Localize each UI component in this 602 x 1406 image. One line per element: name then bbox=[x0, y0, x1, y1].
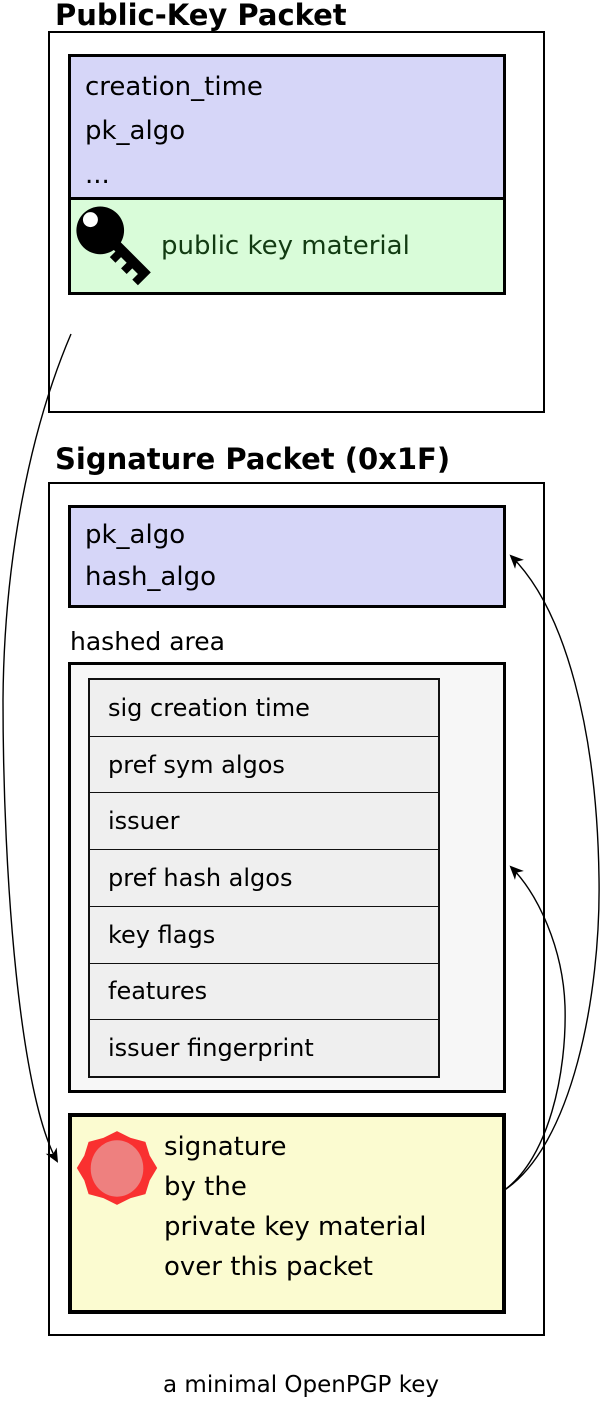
field-creation-time: creation_time bbox=[85, 72, 263, 102]
subpacket-row: pref hash algos bbox=[90, 850, 438, 907]
hashed-area-label: hashed area bbox=[70, 627, 225, 656]
subpacket-list: sig creation time pref sym algos issuer … bbox=[88, 678, 440, 1078]
public-key-header: creation_time pk_algo ... bbox=[71, 57, 503, 197]
public-key-material-label: public key material bbox=[161, 231, 410, 261]
subpacket-row: key flags bbox=[90, 906, 438, 964]
public-key-packet-inner: creation_time pk_algo ... public key mat… bbox=[68, 54, 506, 295]
signature-line: private key material bbox=[164, 1212, 427, 1242]
field-hash-algo: hash_algo bbox=[85, 562, 217, 592]
key-icon bbox=[76, 206, 151, 286]
public-key-packet-title: Public-Key Packet bbox=[55, 0, 347, 32]
field-ellipsis: ... bbox=[85, 160, 110, 190]
field-pk-algo: pk_algo bbox=[85, 116, 186, 146]
subpacket-row: issuer bbox=[90, 793, 438, 851]
seal-icon bbox=[76, 1131, 158, 1205]
signature-box: signature by the private key material ov… bbox=[68, 1113, 506, 1314]
field-pk-algo: pk_algo bbox=[85, 520, 186, 550]
subpacket-row: issuer fingerprint bbox=[90, 1020, 438, 1077]
signature-line: signature bbox=[164, 1132, 287, 1162]
signature-line: by the bbox=[164, 1172, 247, 1202]
signature-packet-title: Signature Packet (0x1F) bbox=[55, 442, 451, 476]
hashed-area-box: sig creation time pref sym algos issuer … bbox=[68, 662, 506, 1093]
diagram-caption: a minimal OpenPGP key bbox=[163, 1372, 439, 1398]
signature-packet-box: pk_algo hash_algo hashed area sig creati… bbox=[48, 482, 545, 1336]
public-key-packet-box: creation_time pk_algo ... public key mat… bbox=[48, 31, 545, 413]
public-key-material-box: public key material bbox=[71, 197, 503, 292]
signature-header: pk_algo hash_algo bbox=[68, 505, 506, 608]
subpacket-row: pref sym algos bbox=[90, 736, 438, 794]
signature-line: over this packet bbox=[164, 1252, 374, 1282]
subpacket-row: sig creation time bbox=[90, 680, 438, 737]
subpacket-row: features bbox=[90, 963, 438, 1021]
signature-text: signature by the private key material ov… bbox=[164, 1127, 427, 1287]
